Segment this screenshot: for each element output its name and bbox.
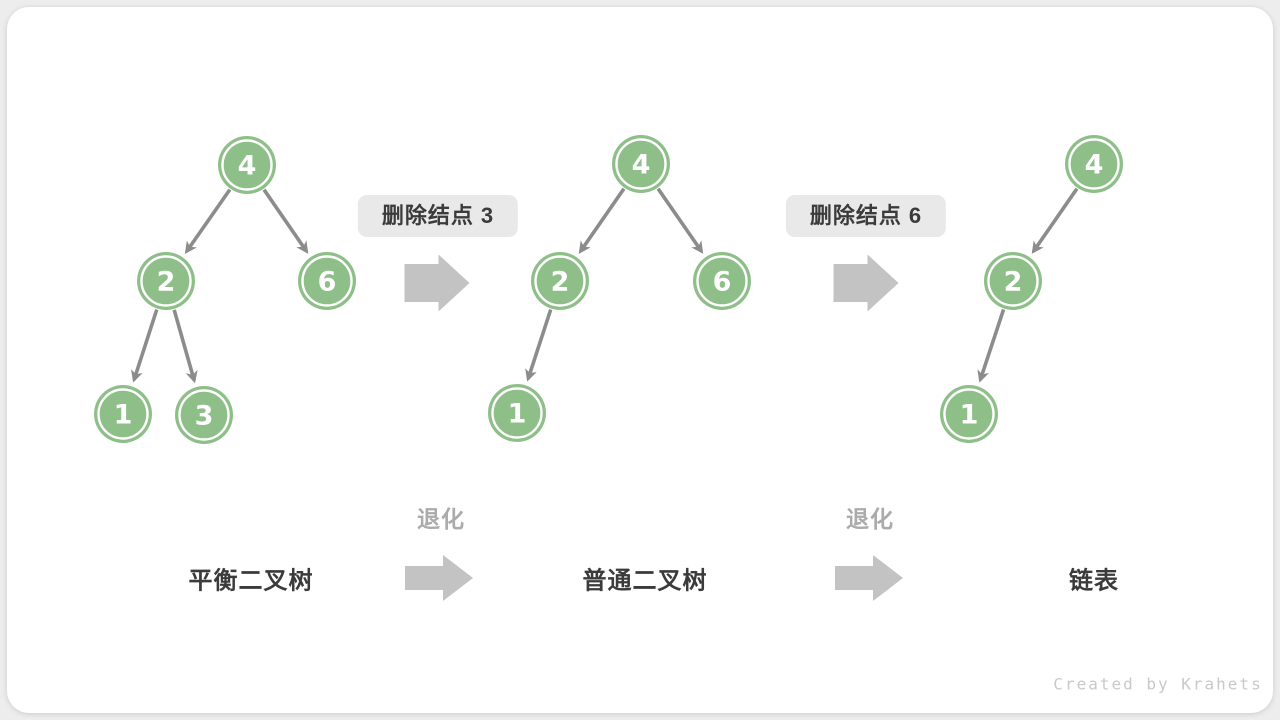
block-arrow-right [405,555,473,601]
tree-2: 4 2 6 1 [488,135,751,442]
tree-node-6: 6 [298,252,356,310]
watermark-credit: Created by Krahets [1053,674,1263,694]
tree-node-label: 1 [508,399,527,430]
tree-edge-arrow [131,308,159,383]
block-arrow-right [835,555,903,601]
tree-edge-arrow [578,187,626,254]
tree-edge-arrow [1031,187,1079,254]
tree-node-1: 1 [488,384,546,442]
caption-ordinary-binary-tree: 普通二叉树 [582,567,708,595]
caption-balanced-binary-tree: 平衡二叉树 [188,567,314,595]
tree-node-label: 2 [1004,267,1023,298]
tree-node-2: 2 [531,252,589,310]
tree-node-label: 3 [195,401,214,432]
tree-node-2: 2 [137,252,195,310]
tree-edge-arrow [172,309,198,384]
tree-node-label: 1 [960,400,979,431]
tree-node-4: 4 [1065,135,1123,193]
tree-edge-arrow [977,308,1006,383]
tree-3: 4 2 1 [940,135,1123,443]
tree-node-label: 6 [713,267,732,298]
tree-edge-arrow [184,188,232,254]
block-arrow-right [833,254,899,312]
tree-node-label: 2 [551,267,570,298]
tree-node-label: 2 [157,267,176,298]
tree-node-1: 1 [940,385,998,443]
caption-linked-list: 链表 [1069,567,1119,595]
tree-node-4: 4 [612,135,670,193]
tree-edge-arrow [525,308,553,382]
tree-node-2: 2 [984,252,1042,310]
tree-edge-arrow [262,188,309,254]
tree-node-3: 3 [175,386,233,444]
tree-node-label: 4 [1085,150,1104,181]
step-label-delete-node-3: 删除结点 3 [357,195,519,237]
degrade-label-1: 退化 [417,506,465,532]
tree-node-6: 6 [693,252,751,310]
diagram-card [7,7,1273,713]
step-label-delete-node-6: 删除结点 6 [785,195,947,237]
tree-1: 4 2 6 1 3 [94,136,356,444]
tree-edge-arrow [656,187,704,254]
tree-node-4: 4 [218,136,276,194]
block-arrow-right [404,254,470,312]
tree-node-label: 4 [238,151,257,182]
tree-node-label: 4 [632,150,651,181]
tree-node-label: 1 [114,400,133,431]
degrade-label-2: 退化 [846,506,894,532]
tree-node-1: 1 [94,385,152,443]
tree-node-label: 6 [318,267,337,298]
